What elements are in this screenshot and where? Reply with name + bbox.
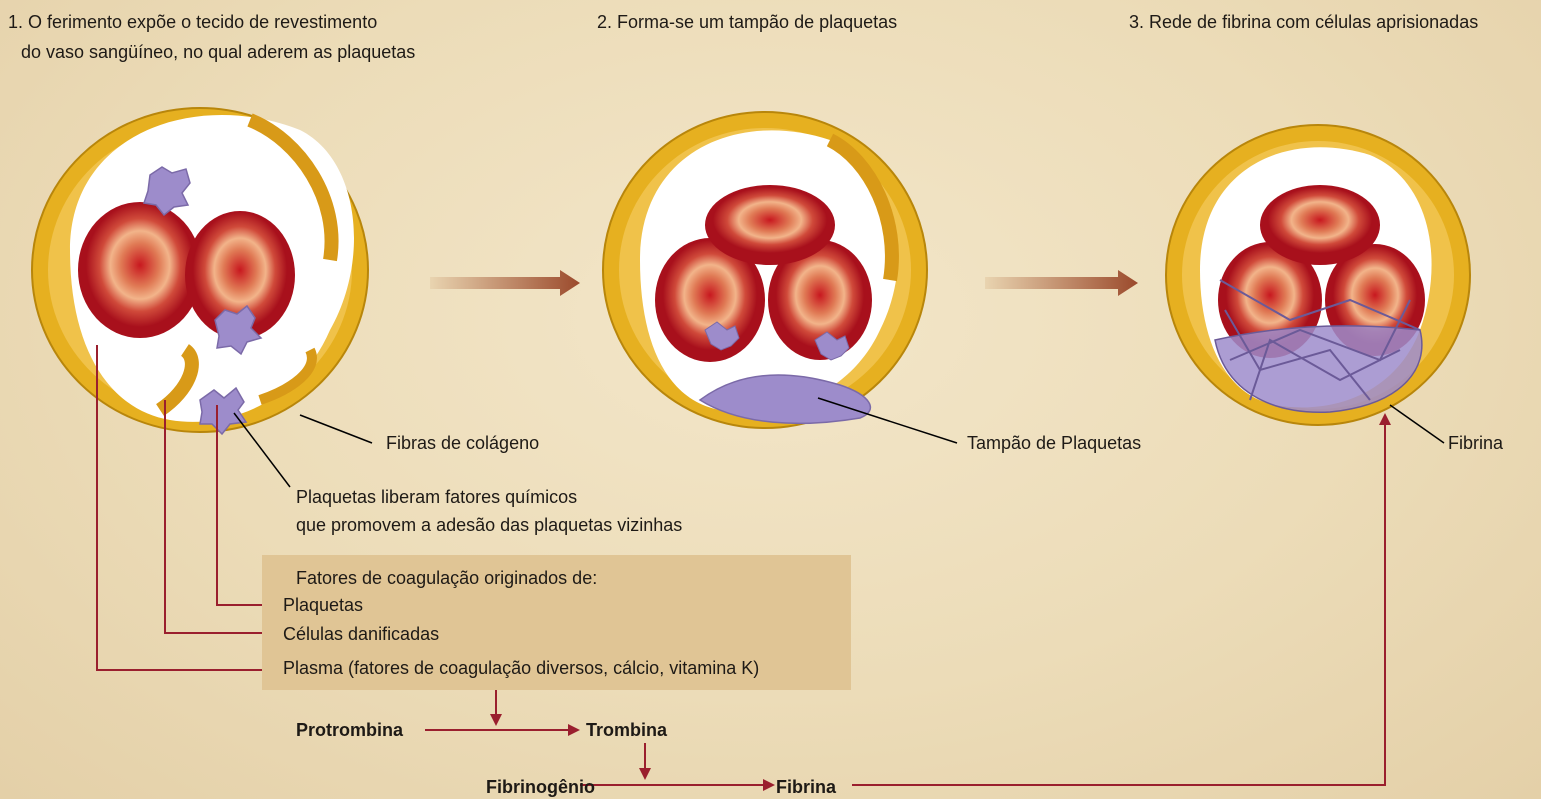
platelets-release-label-line-1: Plaquetas liberam fatores químicos	[296, 485, 577, 509]
step-1-heading-line-1: 1. O ferimento expõe o tecido de revesti…	[8, 10, 377, 34]
factor-damaged-cells: Células danificadas	[283, 622, 439, 646]
vessel-panel-1	[32, 108, 368, 434]
red-blood-cell	[705, 185, 835, 265]
red-blood-cell	[78, 202, 202, 338]
fibrin-product-label: Fibrina	[776, 775, 836, 799]
step-1-heading-line-2: do vaso sangüíneo, no qual aderem as pla…	[21, 40, 415, 64]
factor-platelets: Plaquetas	[283, 593, 363, 617]
vessel-panel-2	[603, 112, 927, 428]
thrombin-label: Trombina	[586, 718, 667, 742]
step-2-heading: 2. Forma-se um tampão de plaquetas	[597, 10, 897, 34]
fibrinogen-label: Fibrinogênio	[486, 775, 595, 799]
collagen-fibers-label: Fibras de colágeno	[386, 431, 539, 455]
process-arrow-2	[985, 270, 1138, 296]
fibrin-label: Fibrina	[1448, 431, 1503, 455]
prothrombin-label: Protrombina	[296, 718, 403, 742]
process-arrow-1	[430, 270, 580, 296]
factors-title: Fatores de coagulação originados de:	[296, 566, 597, 590]
red-blood-cell	[1260, 185, 1380, 265]
factor-plasma: Plasma (fatores de coagulação diversos, …	[283, 656, 759, 680]
platelets-release-label-line-2: que promovem a adesão das plaquetas vizi…	[296, 513, 682, 537]
vessel-panel-3	[1166, 125, 1470, 425]
step-3-heading: 3. Rede de fibrina com células aprisiona…	[1129, 10, 1478, 34]
platelet-plug-label: Tampão de Plaquetas	[967, 431, 1141, 455]
